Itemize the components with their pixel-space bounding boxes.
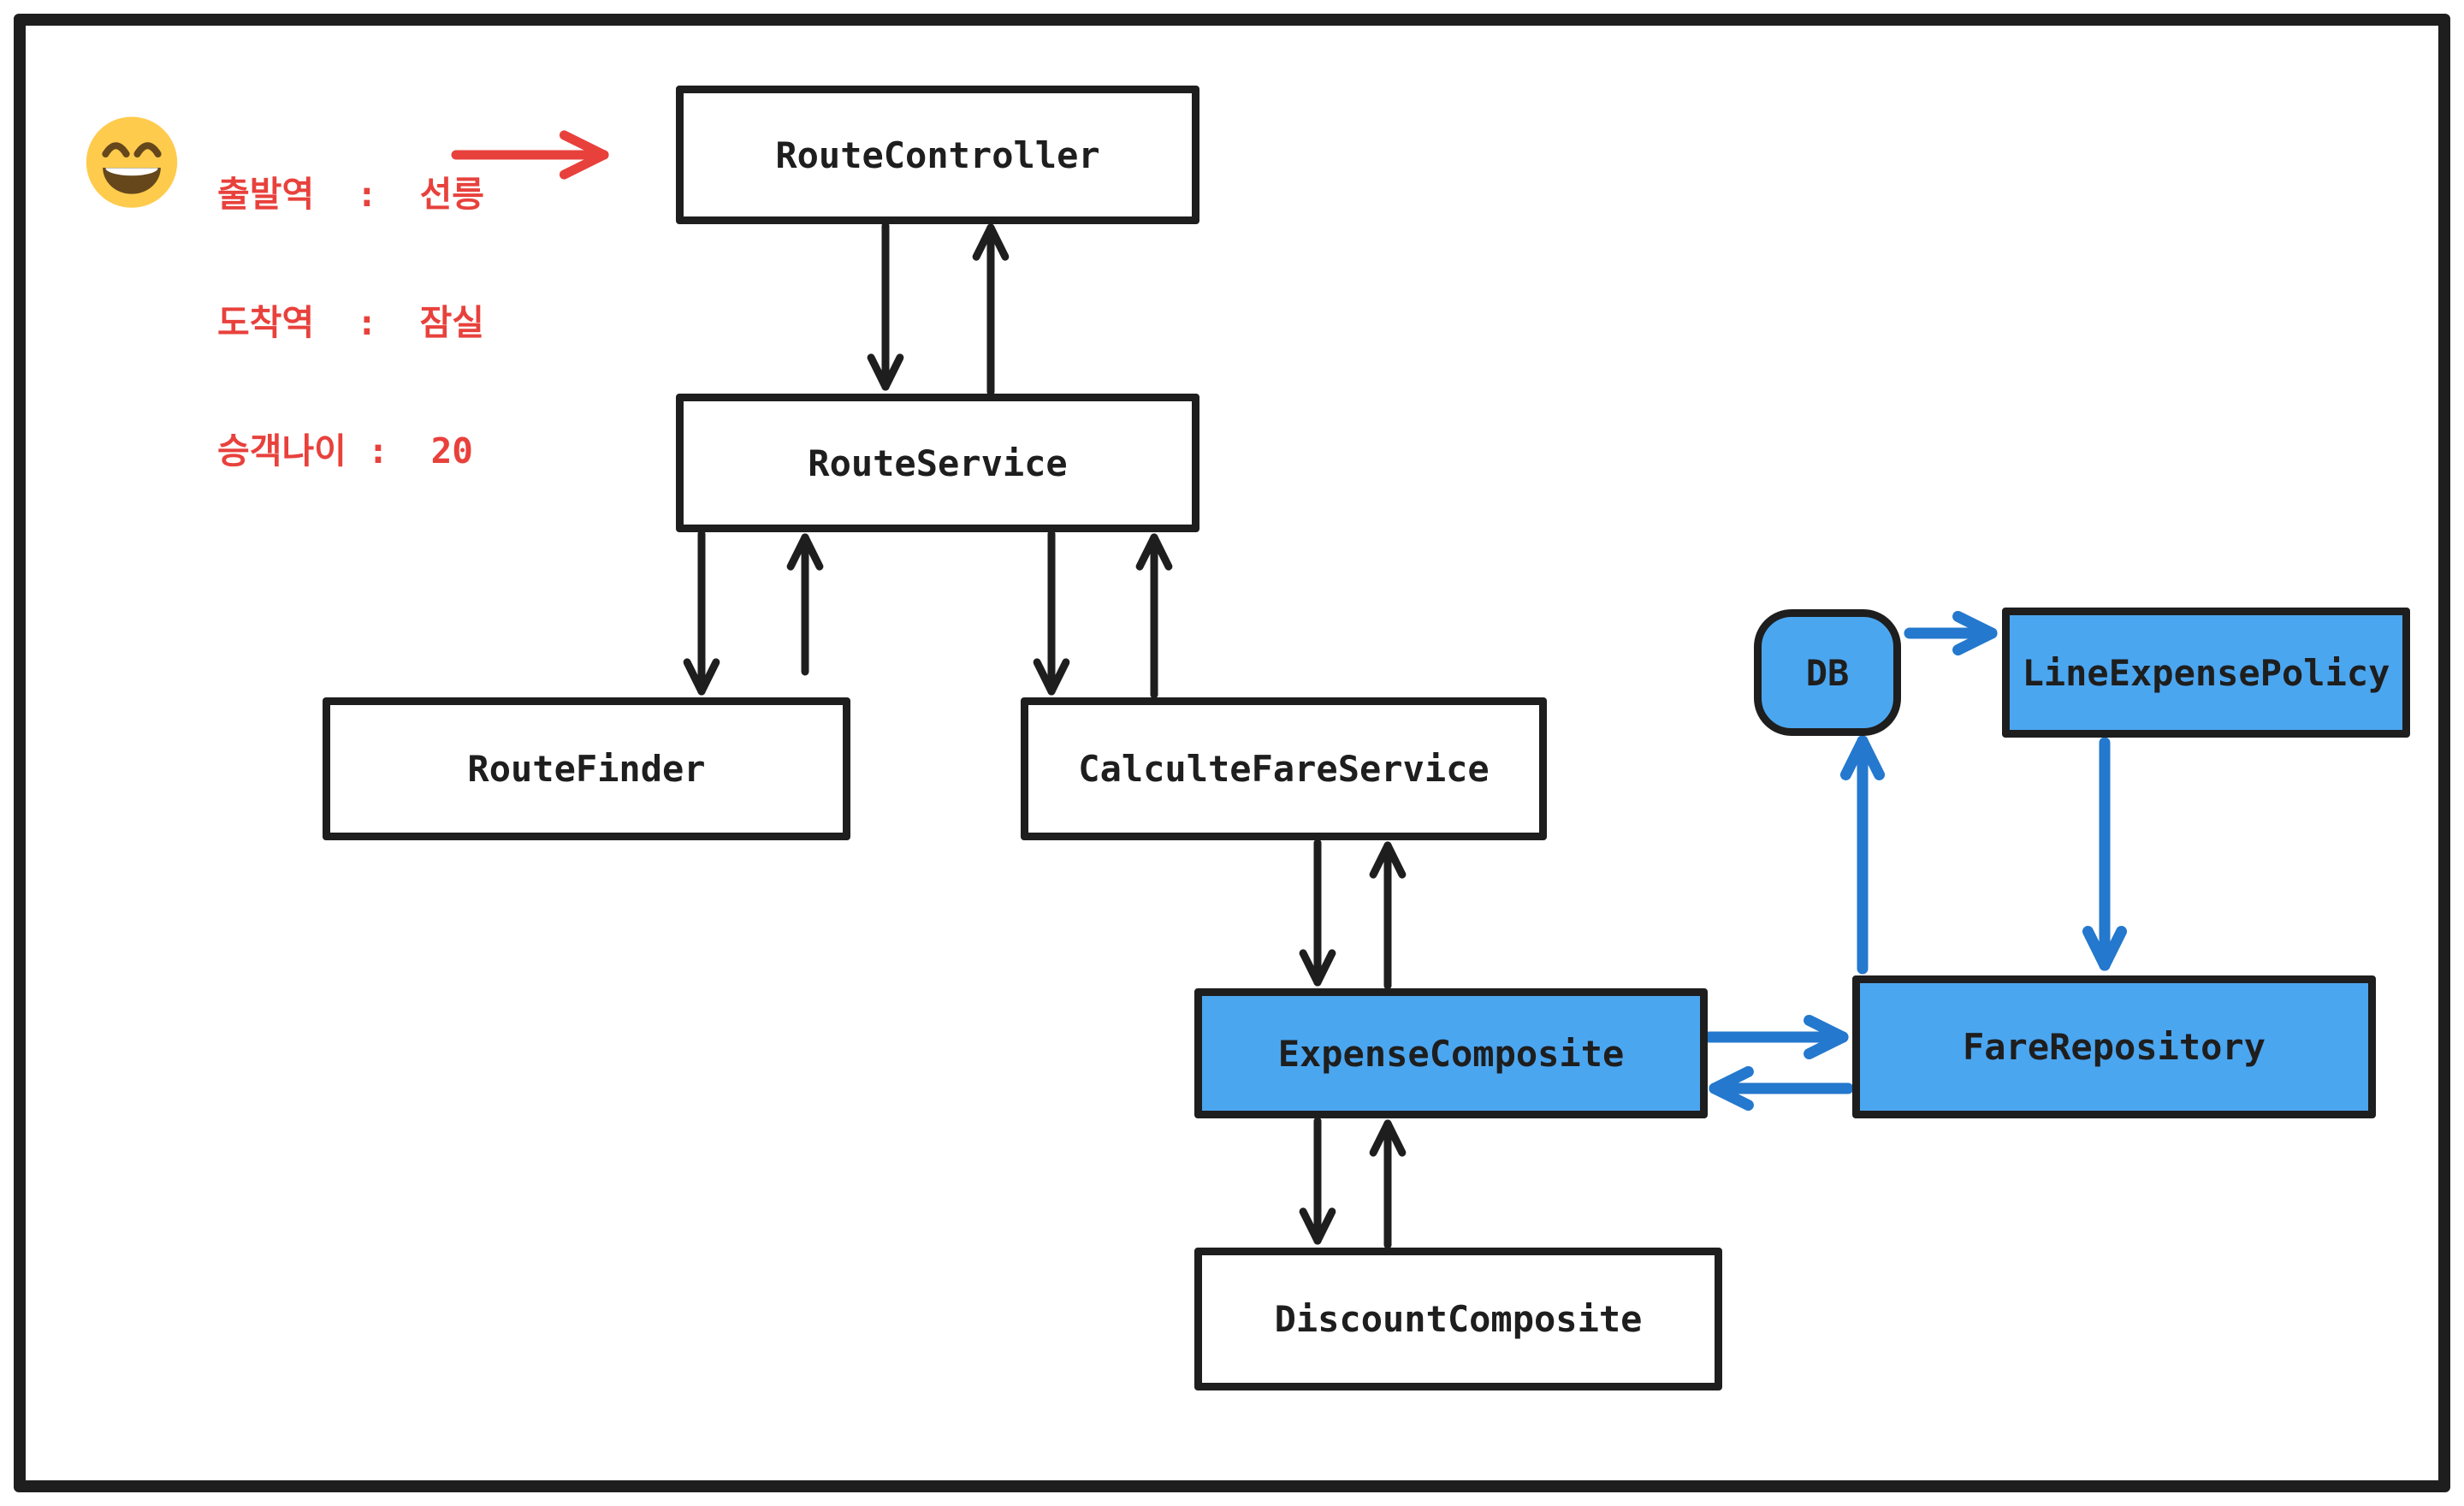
- annotation-line-age: 승객나이 : 20: [217, 430, 473, 471]
- node-line-expense-policy-label: LineExpensePolicy: [2022, 651, 2390, 694]
- node-discount-composite: DiscountComposite: [1194, 1248, 1722, 1390]
- arrow-route-service-to-calculte-fare: [1033, 530, 1070, 696]
- arrow-expense-composite-to-discount: [1299, 1117, 1336, 1245]
- annotation-text: 출발역 : 선릉 도착역 : 잠실 승객나이 : 20: [217, 87, 484, 558]
- annotation-red-arrow: [451, 130, 609, 180]
- annotation-line-arrival: 도착역 : 잠실: [217, 302, 485, 343]
- arrow-expense-composite-to-fare-repo: [1703, 1014, 1849, 1060]
- arrow-db-to-line-expense-policy: [1904, 610, 1998, 656]
- node-db-label: DB: [1805, 651, 1850, 694]
- arrow-line-expense-policy-to-fare-repo: [2082, 737, 2128, 971]
- node-route-finder: RouteFinder: [323, 697, 850, 840]
- node-db: DB: [1754, 609, 1901, 736]
- node-fare-repository-label: FareRepository: [1962, 1026, 2266, 1068]
- node-route-controller: RouteController: [676, 86, 1199, 224]
- arrow-route-service-to-route-controller: [972, 223, 1010, 396]
- node-discount-composite-label: DiscountComposite: [1274, 1298, 1643, 1340]
- arrow-fare-repo-to-expense-composite: [1709, 1065, 1854, 1112]
- node-expense-composite-label: ExpenseComposite: [1277, 1032, 1625, 1075]
- node-route-service: RouteService: [676, 394, 1199, 532]
- node-calculte-fare-service-label: CalculteFareService: [1078, 748, 1490, 790]
- arrow-route-finder-to-route-service: [786, 533, 824, 676]
- arrow-route-service-to-route-finder: [683, 530, 720, 696]
- node-route-controller-label: RouteController: [775, 133, 1100, 176]
- arrow-route-controller-to-route-service: [867, 222, 904, 391]
- node-fare-repository: FareRepository: [1852, 975, 2376, 1118]
- arrow-calculte-fare-to-expense-composite: [1299, 839, 1336, 987]
- node-expense-composite: ExpenseComposite: [1194, 988, 1708, 1118]
- arrow-calculte-fare-to-route-service: [1135, 533, 1173, 699]
- node-route-finder-label: RouteFinder: [467, 748, 706, 790]
- node-line-expense-policy: LineExpensePolicy: [2002, 608, 2410, 738]
- annotation-line-departure: 출발역 : 선릉: [217, 174, 485, 215]
- arrow-fare-repository-to-db: [1839, 735, 1886, 975]
- arrow-discount-to-expense-composite: [1369, 1119, 1407, 1249]
- node-calculte-fare-service: CalculteFareService: [1021, 697, 1547, 840]
- smiling-face-emoji-icon: [86, 116, 178, 208]
- arrow-expense-composite-to-calculte-fare: [1369, 841, 1407, 990]
- node-route-service-label: RouteService: [808, 442, 1068, 484]
